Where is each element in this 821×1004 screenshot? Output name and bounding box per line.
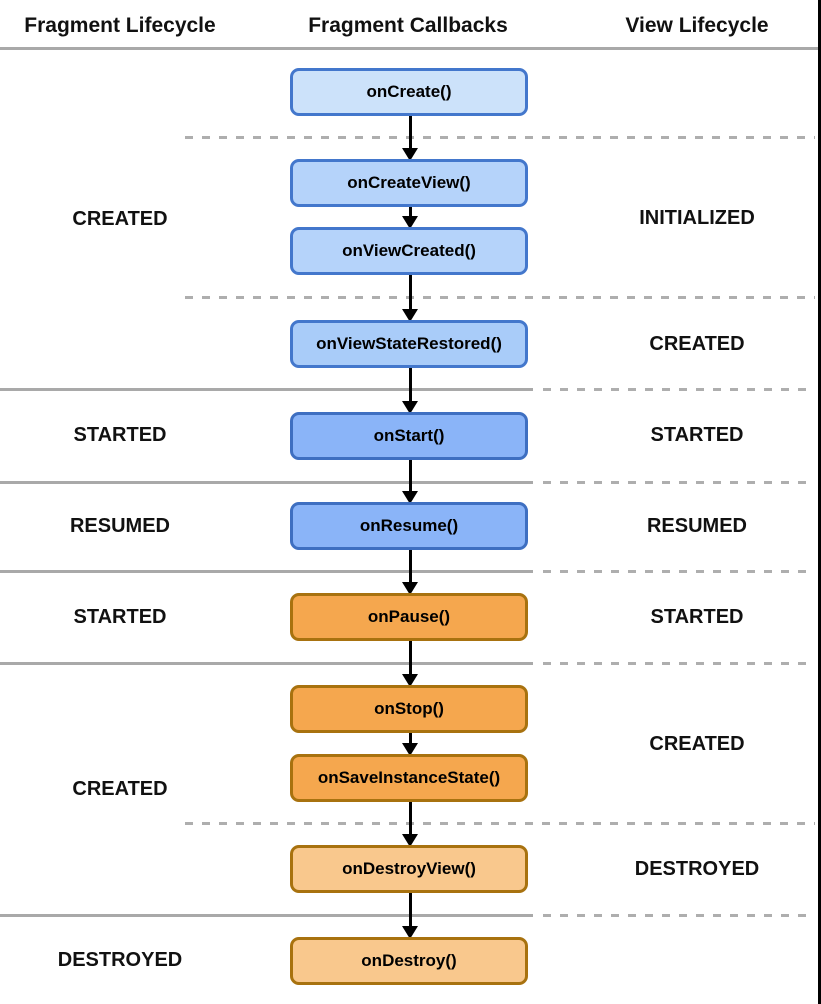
- flow-arrow-head-icon: [402, 491, 418, 504]
- flow-arrow-head-icon: [402, 401, 418, 414]
- fragment-state-label: CREATED: [72, 208, 168, 230]
- flow-arrow-shaft: [408, 205, 412, 219]
- fragment-state-separator-solid: [0, 914, 533, 917]
- column-header-view-lifecycle: View Lifecycle: [625, 14, 769, 37]
- view-state-label: RESUMED: [646, 515, 747, 537]
- view-state-label: CREATED: [649, 733, 745, 755]
- callback-label: onCreateView(): [347, 173, 471, 192]
- flow-arrow-head-icon: [402, 216, 418, 229]
- flow-arrow-shaft: [408, 639, 412, 677]
- callback-label: onDestroy(): [361, 951, 457, 970]
- callback-box-onDestroy: onDestroy(): [290, 937, 528, 985]
- view-state-separator-dashed: [543, 570, 815, 573]
- callback-box-onStop: onStop(): [290, 685, 528, 733]
- fragment-state-label: STARTED: [73, 424, 167, 446]
- fragment-state-label: RESUMED: [69, 515, 170, 537]
- fragment-state-label: CREATED: [72, 778, 168, 800]
- view-state-label: INITIALIZED: [639, 207, 755, 229]
- view-state-separator-dashed: [543, 481, 815, 484]
- view-state-label: DESTROYED: [634, 858, 760, 880]
- flow-arrow-shaft: [408, 458, 412, 494]
- view-state-separator-dashed: [543, 914, 815, 917]
- flow-arrow-head-icon: [402, 926, 418, 939]
- flow-arrow-head-icon: [402, 743, 418, 756]
- callback-box-onResume: onResume(): [290, 502, 528, 550]
- view-state-label: STARTED: [650, 606, 744, 628]
- flow-arrow-shaft: [408, 891, 412, 929]
- fragment-state-label: DESTROYED: [57, 949, 183, 971]
- fragment-state-separator-solid: [0, 388, 533, 391]
- flow-arrow-shaft: [408, 731, 412, 746]
- flow-arrow-shaft: [408, 366, 412, 404]
- callback-box-onViewStateRestored: onViewStateRestored(): [290, 320, 528, 368]
- view-state-separator-dashed: [543, 388, 815, 391]
- callback-label: onDestroyView(): [342, 859, 476, 878]
- flow-arrow-head-icon: [402, 674, 418, 687]
- callback-label: onPause(): [367, 607, 451, 626]
- callback-label: onViewCreated(): [342, 241, 476, 260]
- flow-arrow-shaft: [408, 114, 412, 151]
- callback-label: onSaveInstanceState(): [317, 768, 501, 787]
- callback-label: onStop(): [374, 699, 444, 718]
- callback-box-onCreateView: onCreateView(): [290, 159, 528, 207]
- callback-box-onSaveInstanceState: onSaveInstanceState(): [290, 754, 528, 802]
- callback-label: onResume(): [359, 516, 459, 535]
- column-header-fragment-lifecycle: Fragment Lifecycle: [24, 14, 216, 37]
- flow-arrow-shaft: [408, 273, 412, 312]
- fragment-state-separator-solid: [0, 570, 533, 573]
- fragment-state-separator-solid: [0, 481, 533, 484]
- callback-label: onCreate(): [366, 82, 452, 101]
- callback-label: onStart(): [373, 426, 445, 445]
- view-state-separator-dashed: [185, 136, 815, 139]
- view-state-separator-dashed: [185, 822, 815, 825]
- fragment-state-separator-solid: [0, 662, 533, 665]
- flow-arrow-head-icon: [402, 834, 418, 847]
- callback-box-onCreate: onCreate(): [290, 68, 528, 116]
- fragment-state-label: STARTED: [73, 606, 167, 628]
- view-state-label: CREATED: [649, 333, 745, 355]
- flow-arrow-head-icon: [402, 582, 418, 595]
- callback-label: onViewStateRestored(): [316, 334, 502, 353]
- flow-arrow-head-icon: [402, 148, 418, 161]
- callback-box-onViewCreated: onViewCreated(): [290, 227, 528, 275]
- flow-arrow-head-icon: [402, 309, 418, 322]
- callback-box-onPause: onPause(): [290, 593, 528, 641]
- right-edge-border: [818, 0, 821, 1004]
- view-state-label: STARTED: [650, 424, 744, 446]
- callback-box-onStart: onStart(): [290, 412, 528, 460]
- flow-arrow-shaft: [408, 548, 412, 585]
- column-header-fragment-callbacks: Fragment Callbacks: [308, 14, 508, 37]
- view-state-separator-dashed: [543, 662, 815, 665]
- header-separator-line: [0, 47, 821, 50]
- flow-arrow-shaft: [408, 800, 412, 837]
- view-state-separator-dashed: [185, 296, 815, 299]
- callback-box-onDestroyView: onDestroyView(): [290, 845, 528, 893]
